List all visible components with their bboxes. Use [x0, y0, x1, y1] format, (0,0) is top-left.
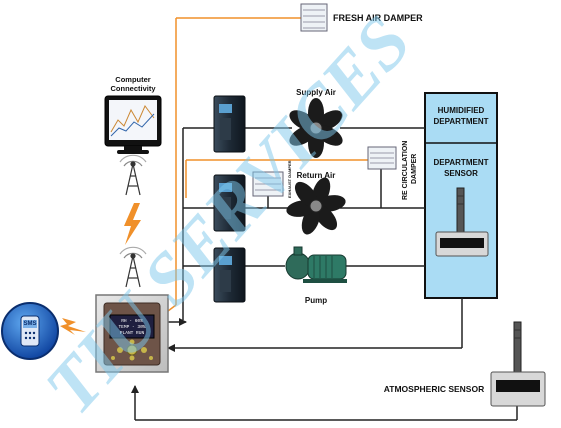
vfd-return: [213, 174, 246, 232]
atmospheric-sensor-label: ATMOSPHERIC SENSOR: [384, 384, 484, 394]
controller-screen-line-2: TEMP - 30%: [118, 324, 145, 330]
vfd-pump: [213, 247, 246, 303]
lightning-icon: [124, 203, 141, 245]
computer-monitor: [104, 95, 162, 154]
atmospheric-sensor: [490, 321, 546, 407]
vfd-supply: [213, 95, 246, 153]
signal-lines: [167, 17, 372, 312]
recirculation-damper-label-1: RE CIRCULATION: [402, 141, 409, 200]
department-sensor-label-2: SENSOR: [444, 169, 478, 178]
exhaust-damper: [252, 171, 284, 197]
wiring: [131, 127, 518, 421]
tower-top: [119, 154, 147, 196]
recirculation-damper: [367, 146, 397, 170]
exhaust-damper-label: EXHAUST DAMPER: [287, 160, 292, 198]
supply-fan: [289, 98, 343, 158]
department-sensor: [435, 187, 489, 257]
fresh-air-damper-label: FRESH AIR DAMPER: [333, 13, 423, 23]
supply-air-label: Supply Air: [296, 88, 336, 97]
pump: [285, 246, 347, 283]
recirculation-damper-label-2: DAMPER: [411, 154, 418, 184]
sms-badge-label: SMS: [23, 321, 36, 327]
sms-icon: [1, 302, 59, 360]
controller-panel: [95, 294, 169, 373]
return-air-label: Return Air: [297, 171, 336, 180]
watermark: TIU SERVICES: [30, 1, 427, 428]
humidified-department-label-1: HUMIDIFIED: [438, 106, 485, 115]
tower-bottom: [119, 246, 147, 288]
controller-screen-line-1: RH - 60%: [121, 318, 143, 324]
controller-screen-line-3: PLANT RUN: [120, 330, 145, 336]
sms-lightning-icon: [60, 318, 86, 335]
computer-connectivity-label-2: Connectivity: [110, 84, 156, 93]
fresh-air-damper: [300, 3, 328, 32]
department-sensor-label-1: DEPARTMENT: [434, 158, 489, 167]
pump-label: Pump: [305, 296, 327, 305]
return-fan: [286, 177, 346, 235]
humidified-department-label-2: DEPARTMENT: [434, 117, 489, 126]
computer-connectivity-label-1: Computer: [115, 75, 150, 84]
